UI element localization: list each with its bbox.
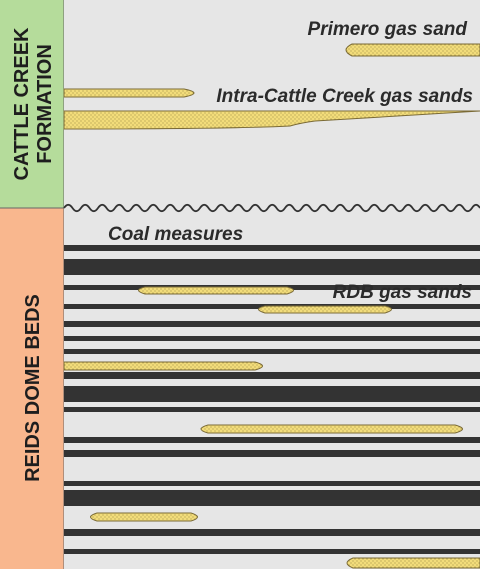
cattle-creek-formation-label: CATTLE CREEK FORMATION	[11, 27, 56, 181]
reids-dome-beds-text: REIDS DOME BEDS	[22, 294, 44, 482]
reids-dome-column	[0, 208, 64, 569]
coal-seam	[64, 529, 480, 536]
coal-seam	[64, 349, 480, 354]
coal-seam	[64, 481, 480, 486]
coal-seam	[64, 372, 480, 379]
coal-seam	[64, 386, 480, 402]
rdb-gas-sand	[63, 361, 263, 371]
rdb-gas-sands-label: RDB gas sands	[333, 282, 472, 303]
gas-sands	[63, 43, 480, 569]
cattle-creek-column	[0, 0, 64, 208]
coal-seams	[64, 245, 480, 554]
reids-dome-beds-label: REIDS DOME BEDS	[22, 294, 44, 482]
coal-seam	[64, 321, 480, 327]
coal-measures-label: Coal measures	[108, 224, 243, 245]
coal-seam	[64, 549, 480, 554]
coal-seam	[64, 450, 480, 457]
coal-seam	[64, 245, 480, 251]
coal-seam	[64, 259, 480, 275]
unconformity-line	[63, 203, 480, 213]
formation-label-line2: FORMATION	[34, 44, 56, 164]
intra-cattle-creek-sand	[63, 88, 195, 98]
coal-seam	[64, 336, 480, 341]
coal-seam	[64, 437, 480, 443]
primero-gas-sand-label: Primero gas sand	[308, 19, 468, 40]
coal-seam	[64, 407, 480, 412]
coal-seam	[64, 490, 480, 506]
intra-cattle-creek-label: Intra-Cattle Creek gas sands	[216, 86, 473, 107]
formation-label-line1: CATTLE CREEK	[11, 27, 33, 181]
primero-gas-sand	[345, 43, 480, 57]
rdb-gas-sand	[346, 557, 480, 569]
rdb-gas-sand	[138, 286, 294, 295]
rdb-gas-sand	[200, 424, 463, 434]
intra-cattle-creek-sand	[63, 110, 480, 130]
rdb-gas-sand	[258, 305, 392, 314]
rdb-gas-sand	[90, 512, 198, 522]
